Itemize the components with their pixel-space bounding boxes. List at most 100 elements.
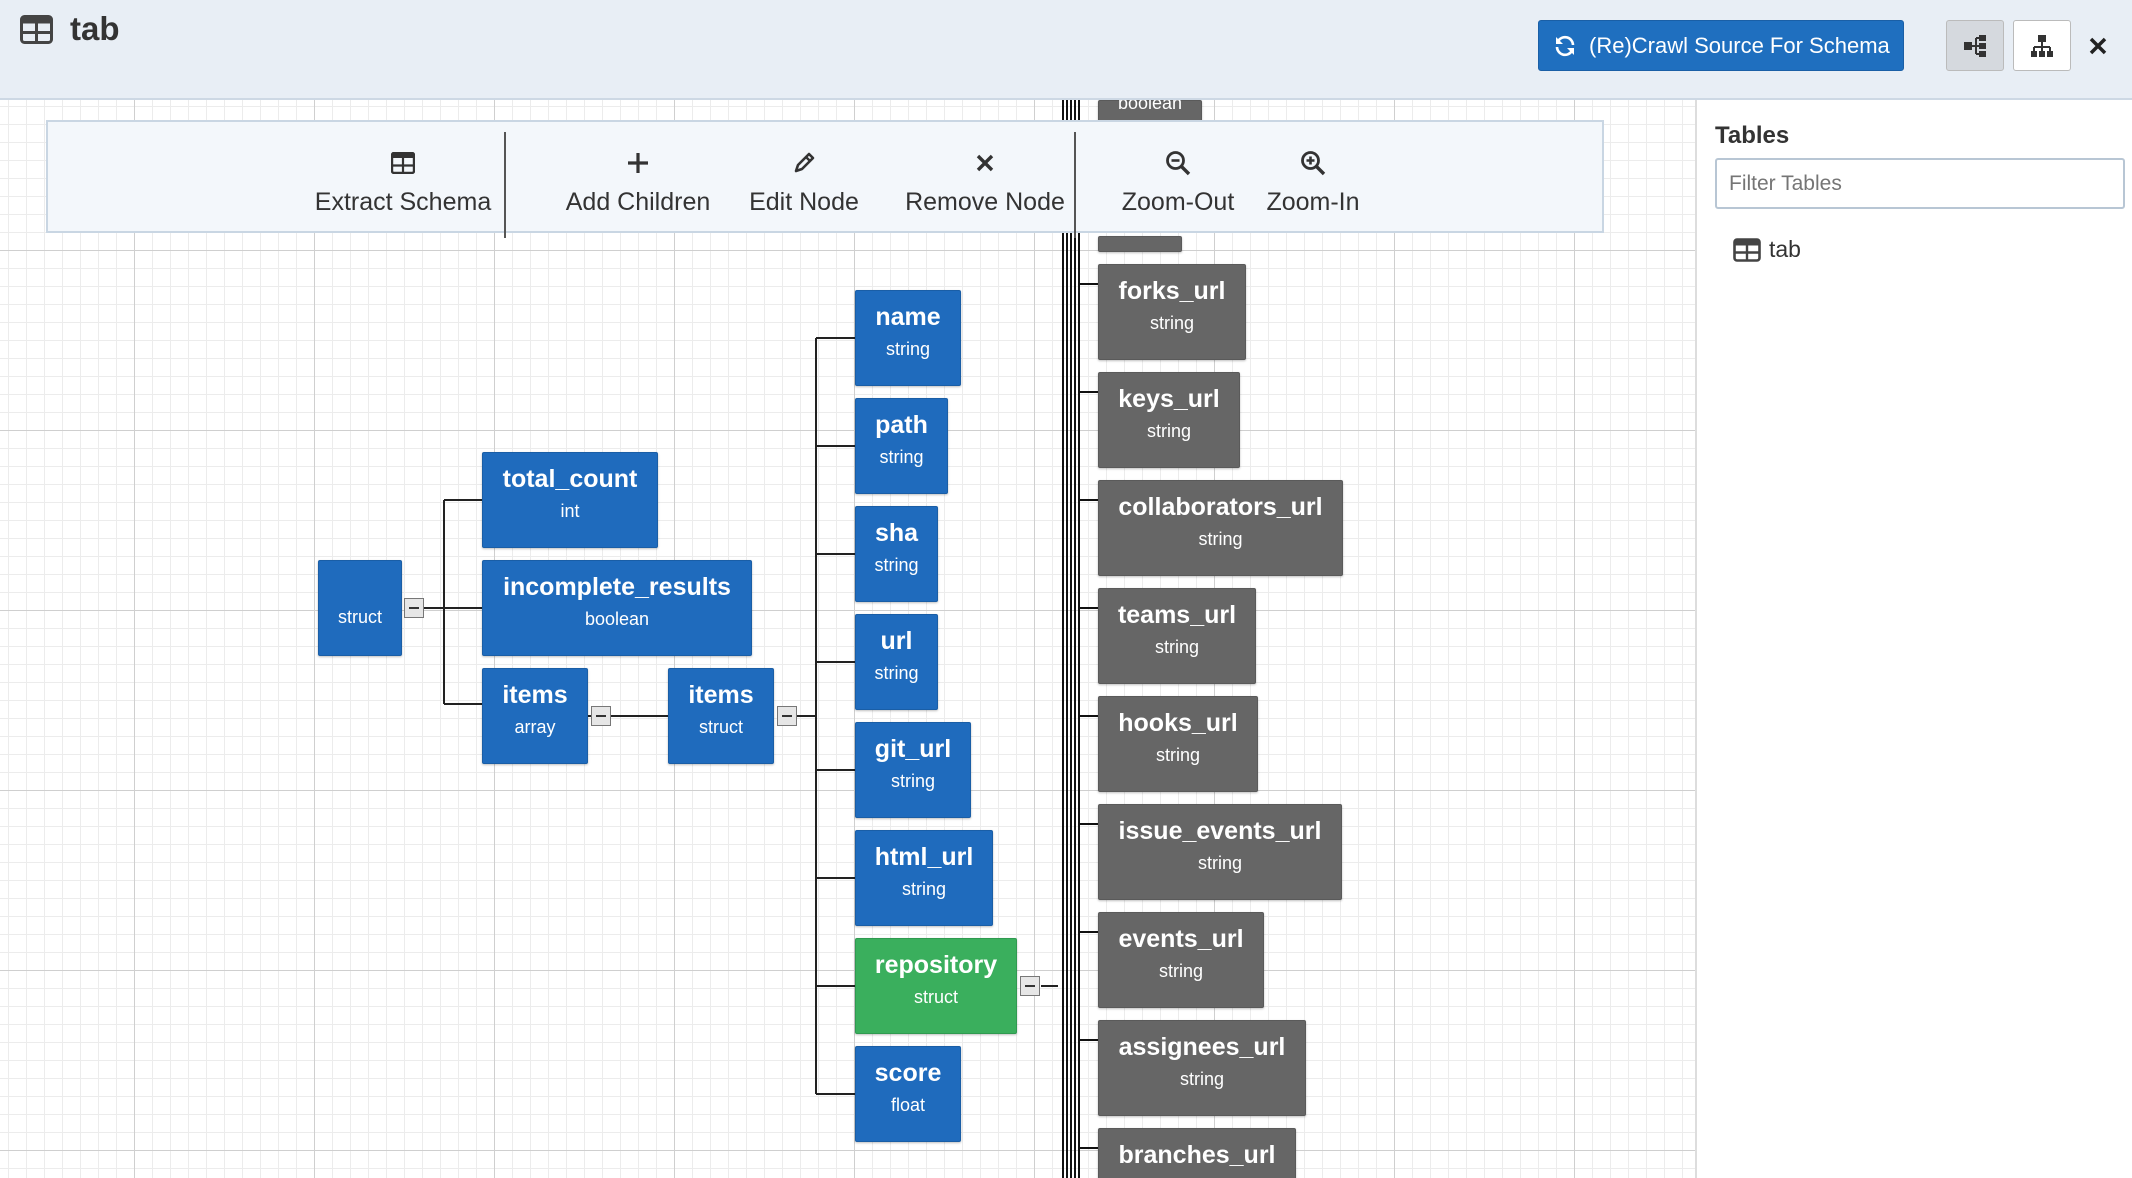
- node-type: string: [1155, 745, 1200, 765]
- toolbar-divider: [1074, 132, 1076, 238]
- node-name: html_url: [874, 843, 974, 871]
- node-type: int: [560, 501, 580, 521]
- node-type: float: [890, 1095, 926, 1115]
- vertical-tree-view-button[interactable]: [2013, 20, 2071, 71]
- node-name: issue_events_url: [1118, 817, 1322, 845]
- collapse-toggle[interactable]: [404, 598, 424, 618]
- node-type: boolean: [584, 609, 650, 629]
- tree-node-items-array[interactable]: items array: [482, 668, 588, 764]
- schema-canvas[interactable]: struct total_count int incomplete_result…: [0, 100, 1695, 1178]
- tree-node-forks-url[interactable]: forks_url string: [1098, 264, 1246, 360]
- page-title: tab: [70, 10, 120, 47]
- node-type: string: [879, 447, 924, 467]
- node-type: array: [514, 717, 556, 737]
- node-name: hooks_url: [1118, 709, 1238, 737]
- node-name: items: [688, 681, 754, 709]
- node-type: string: [1146, 421, 1191, 441]
- recrawl-button[interactable]: (Re)Crawl Source For Schema: [1538, 20, 1904, 71]
- node-type: struct: [337, 607, 382, 627]
- tree-node-branches-url[interactable]: branches_url string: [1098, 1128, 1296, 1178]
- remove-node-button[interactable]: Remove Node: [890, 122, 1080, 235]
- node-type: boolean: [1117, 100, 1183, 113]
- sidebar-item-tab[interactable]: tab: [1733, 236, 1801, 263]
- tree-node-teams-url[interactable]: teams_url string: [1098, 588, 1256, 684]
- tree-node-boolean-field[interactable]: boolean: [1098, 100, 1202, 122]
- tree-node-sha[interactable]: sha string: [855, 506, 938, 602]
- tree-node-score[interactable]: score float: [855, 1046, 961, 1142]
- tree-horizontal-icon: [1964, 34, 1986, 57]
- sidebar-title: Tables: [1715, 122, 1790, 149]
- node-type: struct: [698, 717, 743, 737]
- zoom-in-icon: [1301, 151, 1326, 176]
- tree-node-path[interactable]: path string: [855, 398, 948, 494]
- tree-node-events-url[interactable]: events_url string: [1098, 912, 1264, 1008]
- toolbar-label: Zoom-In: [1266, 188, 1360, 216]
- pencil-icon: [794, 152, 815, 173]
- tree-node-git-url[interactable]: git_url string: [855, 722, 971, 818]
- node-name: score: [874, 1059, 942, 1087]
- node-type: string: [890, 771, 935, 791]
- node-type: string: [1158, 961, 1203, 981]
- node-name: collaborators_url: [1118, 493, 1323, 521]
- tree-node-items-struct[interactable]: items struct: [668, 668, 774, 764]
- node-name: forks_url: [1118, 277, 1226, 305]
- tree-node-total-count[interactable]: total_count int: [482, 452, 658, 548]
- node-type: struct: [913, 987, 958, 1007]
- node-name: path: [875, 411, 928, 439]
- tree-node-hooks-url[interactable]: hooks_url string: [1098, 696, 1258, 792]
- node-name: total_count: [502, 465, 638, 493]
- collapse-toggle[interactable]: [591, 706, 611, 726]
- tree-node-url[interactable]: url string: [855, 614, 938, 710]
- node-name: events_url: [1118, 925, 1244, 953]
- schema-toolbar: Extract Schema Add Children Edit Node Re…: [46, 120, 1604, 238]
- plus-icon: [628, 153, 648, 173]
- node-name: branches_url: [1118, 1141, 1276, 1169]
- node-name: url: [880, 627, 913, 655]
- tree-node-name[interactable]: name string: [855, 290, 961, 386]
- tables-sidebar: Tables tab: [1695, 100, 2132, 1178]
- table-icon: [391, 152, 415, 174]
- tree-node-root[interactable]: struct: [318, 560, 402, 656]
- node-type: string: [1179, 1069, 1224, 1089]
- zoom-in-button[interactable]: Zoom-In: [1238, 122, 1388, 235]
- toolbar-label: Add Children: [565, 188, 711, 216]
- close-button[interactable]: [2080, 28, 2116, 64]
- horizontal-tree-view-button[interactable]: [1946, 20, 2004, 71]
- tree-node-assignees-url[interactable]: assignees_url string: [1098, 1020, 1306, 1116]
- node-name: keys_url: [1118, 385, 1220, 413]
- toolbar-divider: [504, 132, 506, 238]
- node-name: teams_url: [1117, 601, 1237, 629]
- toolbar-label: Extract Schema: [314, 188, 492, 216]
- node-type: string: [885, 339, 930, 359]
- edit-node-button[interactable]: Edit Node: [724, 122, 884, 235]
- node-type: string: [1149, 313, 1194, 333]
- extract-schema-button[interactable]: Extract Schema: [288, 122, 518, 235]
- collapse-toggle[interactable]: [777, 706, 797, 726]
- filter-tables-input[interactable]: [1715, 158, 2125, 209]
- sidebar-item-label: tab: [1769, 236, 1801, 262]
- header-bar: tab (Re)Crawl Source For Schema: [0, 0, 2132, 100]
- zoom-out-button[interactable]: Zoom-Out: [1098, 122, 1258, 235]
- tree-node-hidden-field[interactable]: [1098, 236, 1182, 252]
- node-type: string: [1197, 853, 1242, 873]
- tree-node-keys-url[interactable]: keys_url string: [1098, 372, 1240, 468]
- table-icon: [1733, 237, 1761, 262]
- tree-vertical-icon: [2031, 34, 2053, 57]
- tree-node-collaborators-url[interactable]: collaborators_url string: [1098, 480, 1343, 576]
- toolbar-label: Remove Node: [905, 188, 1065, 216]
- close-icon: [976, 154, 994, 172]
- add-children-button[interactable]: Add Children: [548, 122, 728, 235]
- node-name: repository: [874, 951, 998, 979]
- refresh-icon: [1555, 35, 1575, 56]
- collapse-toggle[interactable]: [1020, 976, 1040, 996]
- node-type: string: [901, 879, 946, 899]
- node-type: string: [1198, 529, 1243, 549]
- recrawl-label: (Re)Crawl Source For Schema: [1589, 32, 1890, 58]
- toolbar-label: Zoom-Out: [1121, 188, 1235, 216]
- node-name: assignees_url: [1118, 1033, 1286, 1061]
- tree-node-html-url[interactable]: html_url string: [855, 830, 993, 926]
- tree-node-incomplete-results[interactable]: incomplete_results boolean: [482, 560, 752, 656]
- tree-node-issue-events-url[interactable]: issue_events_url string: [1098, 804, 1342, 900]
- tree-node-repository[interactable]: repository struct: [855, 938, 1017, 1034]
- zoom-out-icon: [1166, 151, 1191, 176]
